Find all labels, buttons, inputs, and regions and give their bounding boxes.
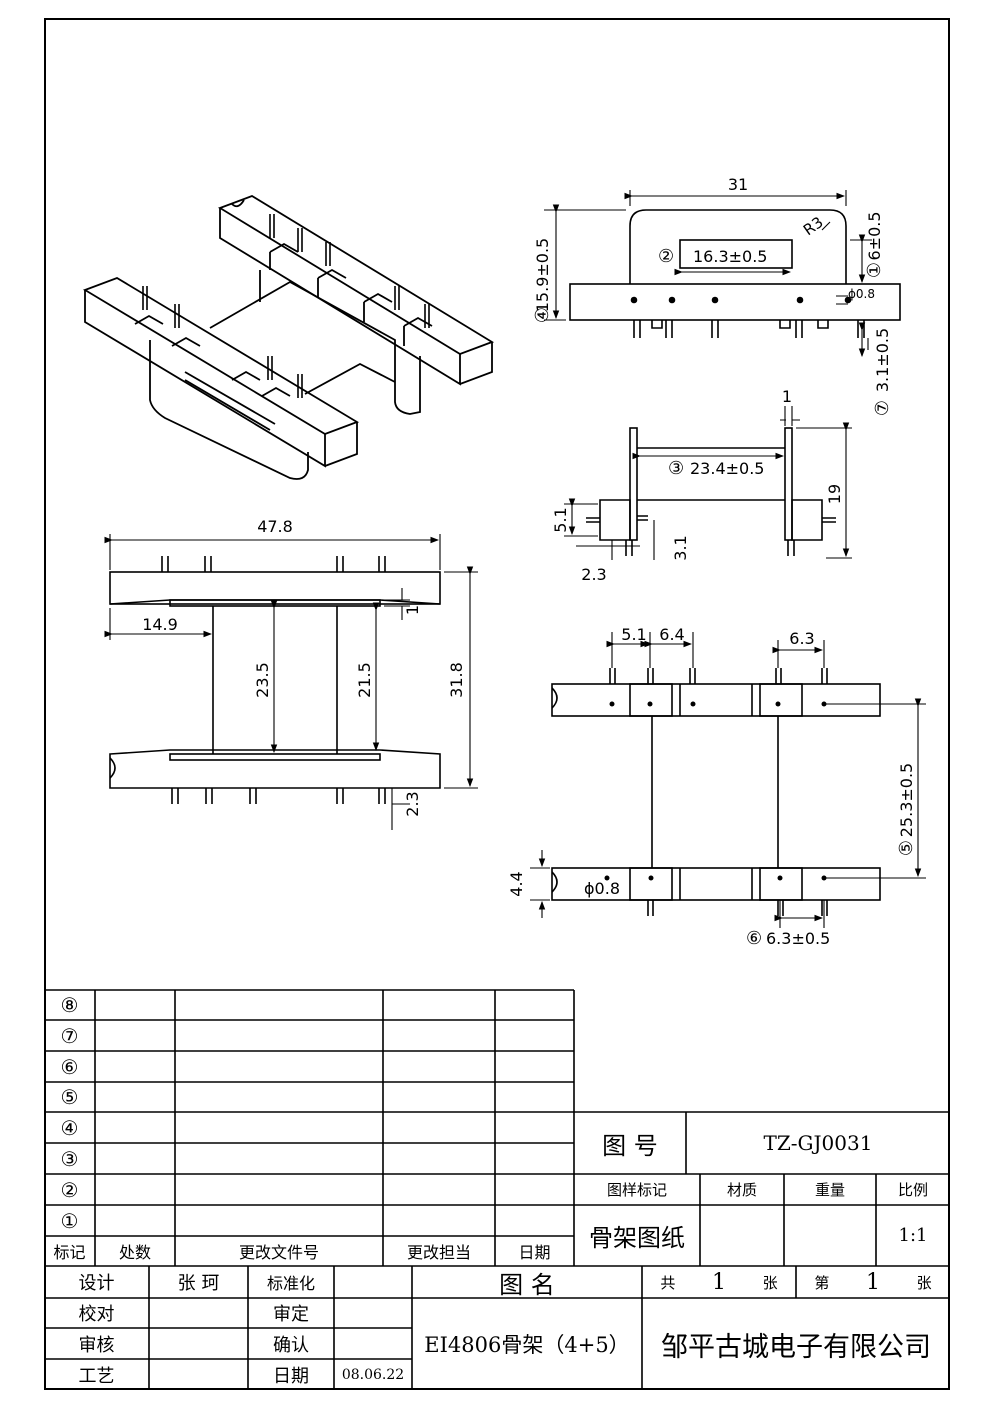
rev-row-6: ⑥ [60, 1054, 79, 1079]
designer: 张 珂 [177, 1273, 220, 1294]
dimension-labels: 31 R3 ② 16.3±0.5 15.9±0.5 ④ 6±0.5 ① ϕ0.8… [142, 175, 917, 949]
dim-side-top: 6±0.5 [865, 211, 884, 260]
date-value: 08.06.22 [341, 1366, 405, 1383]
dim-radius: R3 [800, 213, 827, 239]
rev-header-owner: 更改担当 [406, 1243, 471, 1262]
rev-row-2: ② [60, 1177, 79, 1202]
rev-header-file: 更改文件号 [238, 1243, 319, 1262]
sample-mark-label: 图样标记 [606, 1181, 667, 1199]
total-label: 共 [660, 1273, 676, 1292]
side-view [544, 190, 901, 358]
company-name: 邹平古城电子有限公司 [661, 1331, 931, 1363]
name-label: 图 名 [499, 1270, 555, 1299]
scale-value: 1:1 [898, 1225, 928, 1246]
dim-num-7: ⑦ [872, 400, 893, 416]
page-value: 1 [866, 1269, 880, 1295]
dim-end-inner: 23.4±0.5 [690, 459, 764, 478]
total-value: 1 [712, 1269, 726, 1295]
drawing-no: TZ-GJ0031 [763, 1131, 873, 1155]
dim-end-height: 19 [825, 484, 844, 504]
dim-end-thk: 1 [782, 387, 792, 406]
dim-side-pin: 3.1±0.5 [873, 328, 892, 392]
design-label: 设计 [78, 1273, 115, 1294]
rev-row-7: ⑦ [60, 1023, 79, 1048]
dim-bot-pitch1: 5.1 [621, 625, 646, 644]
scale-label: 比例 [897, 1181, 928, 1199]
dim-bot-span: 25.3±0.5 [897, 763, 916, 837]
weight-label: 重量 [814, 1181, 845, 1199]
dim-num-4: ④ [532, 307, 553, 323]
material-label: 材质 [726, 1181, 757, 1199]
rev-row-1: ① [60, 1208, 79, 1233]
dim-num-3: ③ [668, 458, 684, 479]
dim-bot-hole: ϕ0.8 [584, 879, 620, 898]
process-label: 工艺 [78, 1365, 115, 1387]
sample-mark-value: 骨架图纸 [589, 1224, 685, 1252]
page-unit: 张 [916, 1273, 932, 1292]
rev-row-8: ⑧ [60, 993, 79, 1017]
rev-row-4: ④ [60, 1115, 79, 1140]
drawing-frame [44, 18, 950, 1390]
end-view [564, 406, 852, 560]
page-number: 第 1 张 [796, 1266, 950, 1298]
dim-top-inner1: 23.5 [253, 662, 272, 698]
dim-bot-pitch3: 6.3 [789, 629, 814, 648]
drawing-no-label: 图 号 [602, 1131, 658, 1160]
rev-header-mark: 标记 [53, 1243, 86, 1262]
dim-top-pin: 2.3 [403, 791, 422, 816]
drawing-name: EI4806骨架（4+5） [424, 1333, 630, 1357]
dim-top-offset: 14.9 [142, 615, 178, 634]
rev-row-3: ③ [60, 1146, 79, 1171]
confirm-label: 确认 [273, 1334, 309, 1356]
dim-top-gap: 1 [403, 605, 422, 615]
review-label: 审核 [78, 1334, 115, 1356]
rev-header-count: 处数 [118, 1243, 151, 1262]
dim-side-inner: 16.3±0.5 [693, 247, 767, 266]
bottom-view [530, 632, 926, 928]
page-label: 第 [814, 1273, 830, 1292]
dim-side-hole: ϕ0.8 [848, 287, 875, 301]
dim-top-inner2: 21.5 [355, 662, 374, 698]
dim-end-pin-off: 5.1 [551, 507, 570, 532]
dim-end-pin-step: 2.3 [581, 565, 606, 584]
total-unit: 张 [762, 1273, 778, 1292]
standard-label: 标准化 [266, 1274, 315, 1293]
approve-label: 审定 [273, 1304, 309, 1325]
title-block-grid [44, 989, 950, 1390]
dim-end-pin-len: 3.1 [671, 535, 690, 560]
total-sheets: 共 1 张 [642, 1266, 796, 1298]
dim-num-5: ⑤ [896, 840, 917, 856]
dim-bot-pitch4: 6.3±0.5 [766, 929, 830, 948]
dim-top-height: 31.8 [447, 662, 466, 698]
dim-side-width: 31 [728, 175, 748, 194]
dim-bot-flange: 4.4 [507, 871, 526, 896]
dim-num-6: ⑥ [746, 928, 762, 949]
isometric-view [82, 195, 495, 480]
dim-side-height: 15.9±0.5 [533, 238, 552, 312]
dim-top-width: 47.8 [257, 517, 293, 536]
check-label: 校对 [78, 1304, 115, 1325]
rev-header-date: 日期 [518, 1243, 551, 1262]
rev-row-5: ⑤ [60, 1085, 79, 1109]
dim-bot-pitch2: 6.4 [659, 625, 684, 644]
dim-num-1: ① [864, 262, 885, 278]
date-label: 日期 [273, 1365, 309, 1387]
top-view [104, 534, 478, 830]
dim-num-2: ② [658, 246, 674, 267]
